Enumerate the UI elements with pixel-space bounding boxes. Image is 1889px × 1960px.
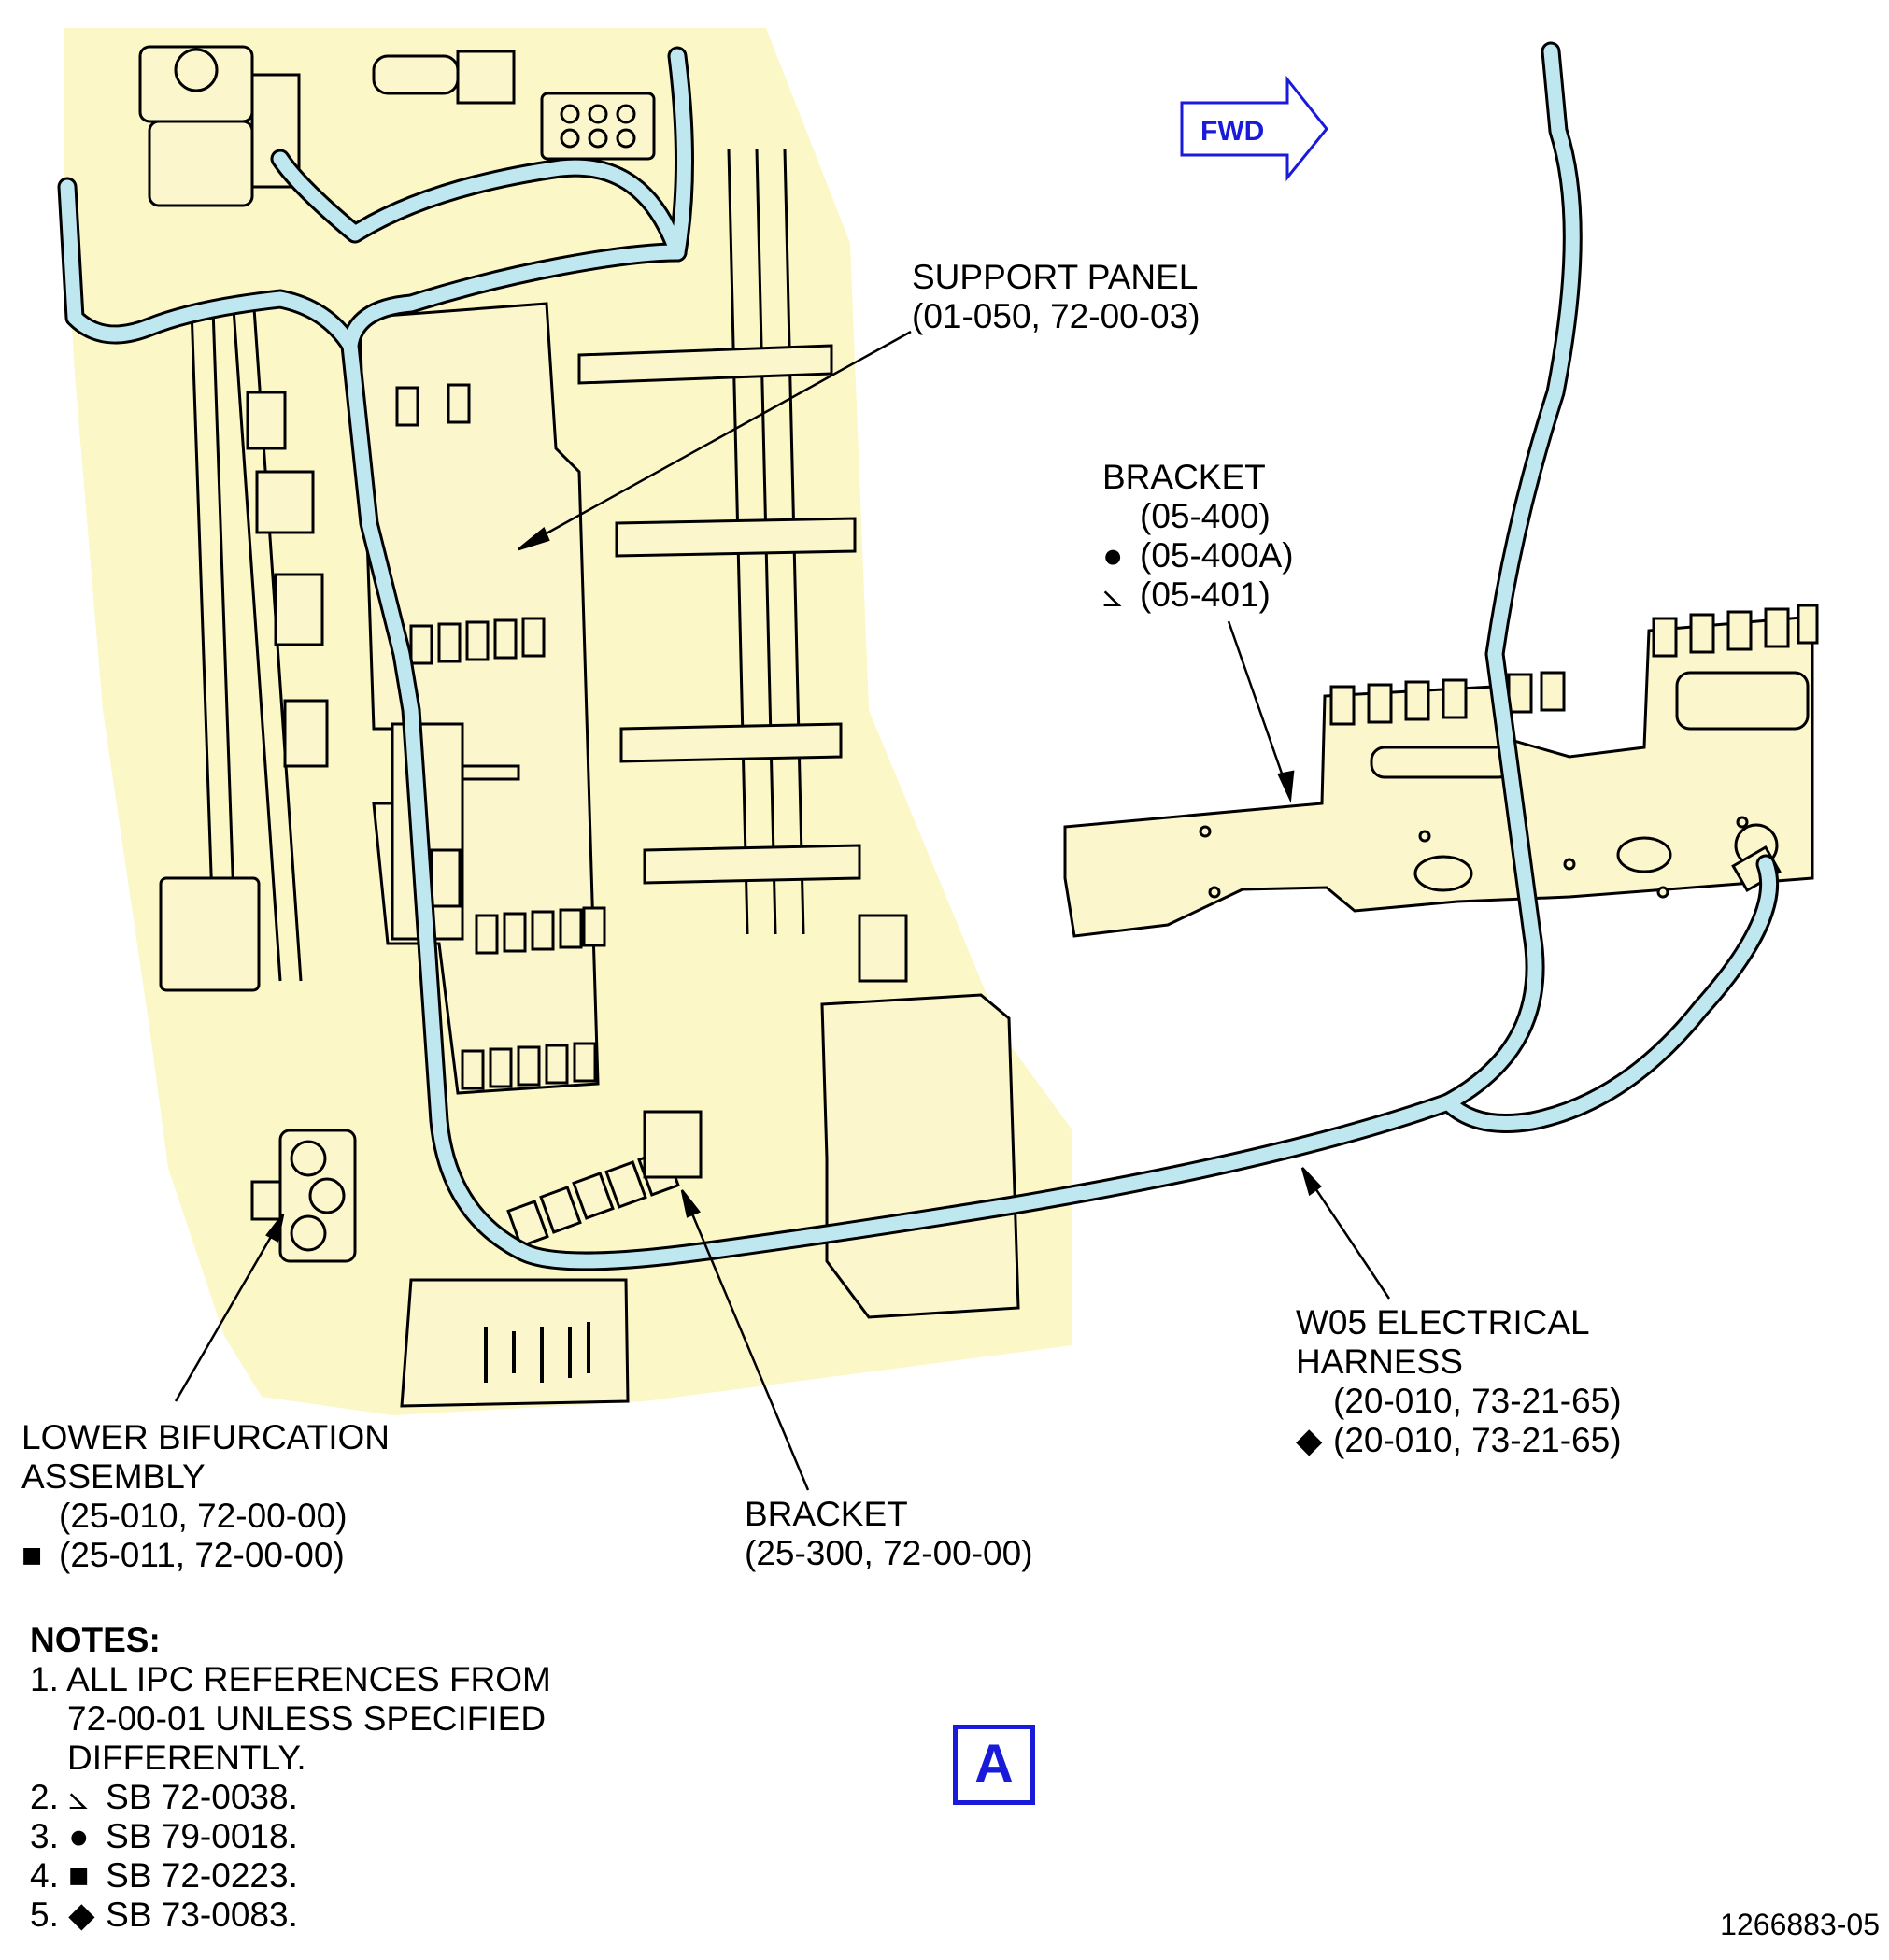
- circle-icon: ●: [68, 1817, 90, 1855]
- square-icon: ■: [68, 1856, 90, 1895]
- bracket-bottom-name: BRACKET: [745, 1495, 908, 1533]
- note-3: 3. ● SB 79-0018.: [30, 1817, 551, 1856]
- w05-harness-route: [57, 41, 1780, 1271]
- note-4-text: SB 72-0223.: [106, 1856, 298, 1895]
- square-icon: ■: [21, 1536, 43, 1574]
- bracket-top-callout: BRACKET (05-400) ● (05-400A) ⦣ (05-401): [1102, 458, 1294, 615]
- diamond-icon: ◆: [1296, 1421, 1323, 1459]
- figure-number: 1266883-05: [1720, 1908, 1880, 1941]
- leader-lines: [174, 330, 1391, 1491]
- w05-harness-callout: W05 ELECTRICAL HARNESS (20-010, 73-21-65…: [1296, 1303, 1622, 1460]
- support-panel-ref: (01-050, 72-00-03): [912, 297, 1200, 335]
- note-1-line2: 72-00-01 UNLESS SPECIFIED: [67, 1699, 547, 1738]
- note-5-number: 5.: [30, 1896, 59, 1934]
- angle-icon: ⦣: [68, 1778, 89, 1816]
- lower-bifurcation-ref1: (25-010, 72-00-00): [59, 1497, 348, 1535]
- lower-bifurcation-name1: LOWER BIFURCATION: [21, 1418, 390, 1456]
- note-5: 5. ◆ SB 73-0083.: [30, 1896, 551, 1935]
- notes-title: NOTES:: [30, 1621, 161, 1659]
- note-1-line1: 1. ALL IPC REFERENCES FROM: [30, 1660, 551, 1698]
- bracket-bottom-callout: BRACKET (25-300, 72-00-00): [745, 1495, 1033, 1573]
- fwd-label: FWD: [1200, 116, 1264, 147]
- view-label-box: A: [953, 1725, 1035, 1805]
- note-3-text: SB 79-0018.: [106, 1817, 298, 1855]
- angle-icon: ⦣: [1102, 575, 1123, 614]
- bracket-top-ref2: (05-400A): [1140, 536, 1294, 575]
- note-2-number: 2.: [30, 1778, 59, 1816]
- w05-harness-ref1: (20-010, 73-21-65): [1333, 1382, 1622, 1420]
- w05-harness-ref2: (20-010, 73-21-65): [1333, 1421, 1622, 1459]
- circle-icon: ●: [1102, 536, 1124, 575]
- notes-block: NOTES: 1. ALL IPC REFERENCES FROM 72-00-…: [30, 1621, 551, 1935]
- bracket-bottom-ref: (25-300, 72-00-00): [745, 1534, 1033, 1572]
- note-2-text: SB 72-0038.: [106, 1778, 298, 1816]
- lower-bifurcation-ref2: (25-011, 72-00-00): [59, 1536, 345, 1574]
- note-5-text: SB 73-0083.: [106, 1896, 298, 1934]
- lower-bifurcation-callout: LOWER BIFURCATION ASSEMBLY (25-010, 72-0…: [21, 1418, 390, 1575]
- bracket-top-ref1: (05-400): [1140, 497, 1271, 535]
- bracket-top-name: BRACKET: [1102, 458, 1266, 496]
- note-3-number: 3.: [30, 1817, 59, 1855]
- note-1-line3: DIFFERENTLY.: [67, 1739, 306, 1777]
- panel-connectors: [395, 383, 606, 1090]
- note-4-number: 4.: [30, 1856, 59, 1895]
- lower-bifurcation-name2: ASSEMBLY: [21, 1457, 206, 1496]
- bracket-connectors: [1329, 604, 1819, 726]
- note-4: 4. ■ SB 72-0223.: [30, 1856, 551, 1896]
- support-panel-name: SUPPORT PANEL: [912, 258, 1199, 296]
- w05-harness-name2: HARNESS: [1296, 1342, 1463, 1381]
- bracket-top-ref3: (05-401): [1140, 575, 1271, 614]
- support-panel-callout: SUPPORT PANEL (01-050, 72-00-03): [912, 258, 1200, 336]
- w05-harness-name1: W05 ELECTRICAL: [1296, 1303, 1590, 1342]
- note-2: 2. ⦣ SB 72-0038.: [30, 1778, 551, 1817]
- diamond-icon: ◆: [68, 1896, 95, 1934]
- fwd-arrow: FWD: [1180, 75, 1328, 182]
- bracket-part: [1063, 604, 1819, 938]
